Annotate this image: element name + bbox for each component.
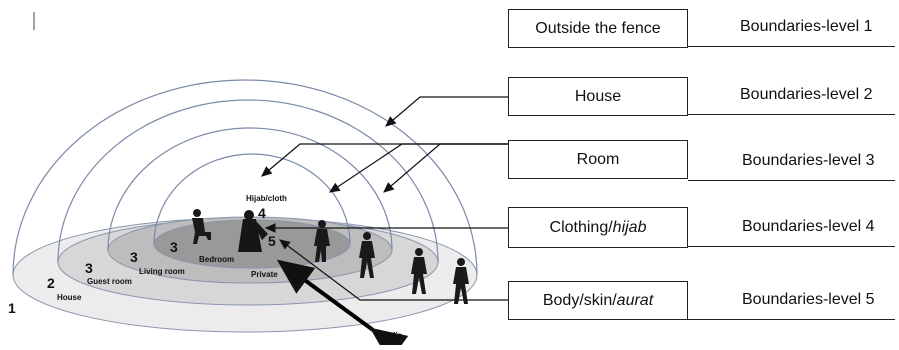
boundary-box-clothing: Clothing/hijab (508, 207, 688, 248)
public-private-arrow (276, 259, 409, 350)
boundary-label: Clothing/ (549, 218, 613, 236)
boundary-label: Outside the fence (535, 19, 661, 37)
outer-dome-arc (12, 79, 478, 276)
level-2-underline (688, 114, 895, 115)
house-pointer-arrow (385, 96, 508, 127)
bedroom-label: Bedroom (199, 255, 235, 264)
hijab-cloth-label: Hijab/cloth (246, 194, 287, 203)
hijab-number: 4 (258, 205, 266, 221)
walking-man-1 (314, 220, 330, 262)
level-4-underline (688, 246, 895, 247)
living-room-number: 3 (130, 249, 138, 265)
room-pointer-arrow-3 (261, 143, 508, 177)
zone-1-number: 1 (8, 300, 16, 316)
public-label: Public (378, 331, 403, 340)
boundary-level-2: Boundaries-level 2 (740, 86, 873, 103)
zone-2-number: 2 (47, 275, 55, 291)
boundary-level-3: Boundaries-level 3 (742, 152, 875, 169)
bedroom-dome-arc (153, 153, 351, 245)
boundary-box-house: House (508, 77, 688, 116)
private-label: Private (251, 270, 278, 279)
boundary-level-5: Boundaries-level 5 (742, 291, 875, 308)
boundary-label: Room (576, 150, 620, 168)
body-number: 5 (268, 233, 276, 249)
bedroom-number: 3 (170, 239, 178, 255)
boundary-box-outside-fence: Outside the fence (508, 9, 688, 48)
walking-man-3 (411, 248, 427, 294)
house-zone-label: House (57, 293, 82, 302)
boundary-label-italic: aurat (616, 291, 654, 309)
boundary-level-4: Boundaries-level 4 (742, 218, 875, 235)
level-5-underline (688, 319, 895, 320)
boundary-box-body: Body/skin/aurat (508, 281, 688, 320)
boundary-label: House (574, 87, 622, 105)
guest-room-number: 3 (85, 260, 93, 276)
walking-man-2 (359, 232, 375, 278)
living-room-label: Living room (139, 267, 185, 276)
walking-man-4 (453, 258, 469, 304)
boundary-label: Body/skin/ (542, 291, 617, 309)
seated-man-figure (192, 209, 211, 244)
boundary-level-1: Boundaries-level 1 (740, 18, 873, 35)
hijab-woman-figure (238, 210, 268, 252)
room-dome-arc (107, 127, 393, 251)
level-1-underline (688, 46, 895, 47)
boundary-label-italic: hijab (612, 218, 647, 236)
guest-room-label: Guest room (87, 277, 132, 286)
house-dome-arc (57, 99, 439, 263)
boundary-box-room: Room (508, 140, 688, 179)
room-pointer-arrow-1 (329, 143, 508, 193)
level-3-underline (688, 180, 895, 181)
